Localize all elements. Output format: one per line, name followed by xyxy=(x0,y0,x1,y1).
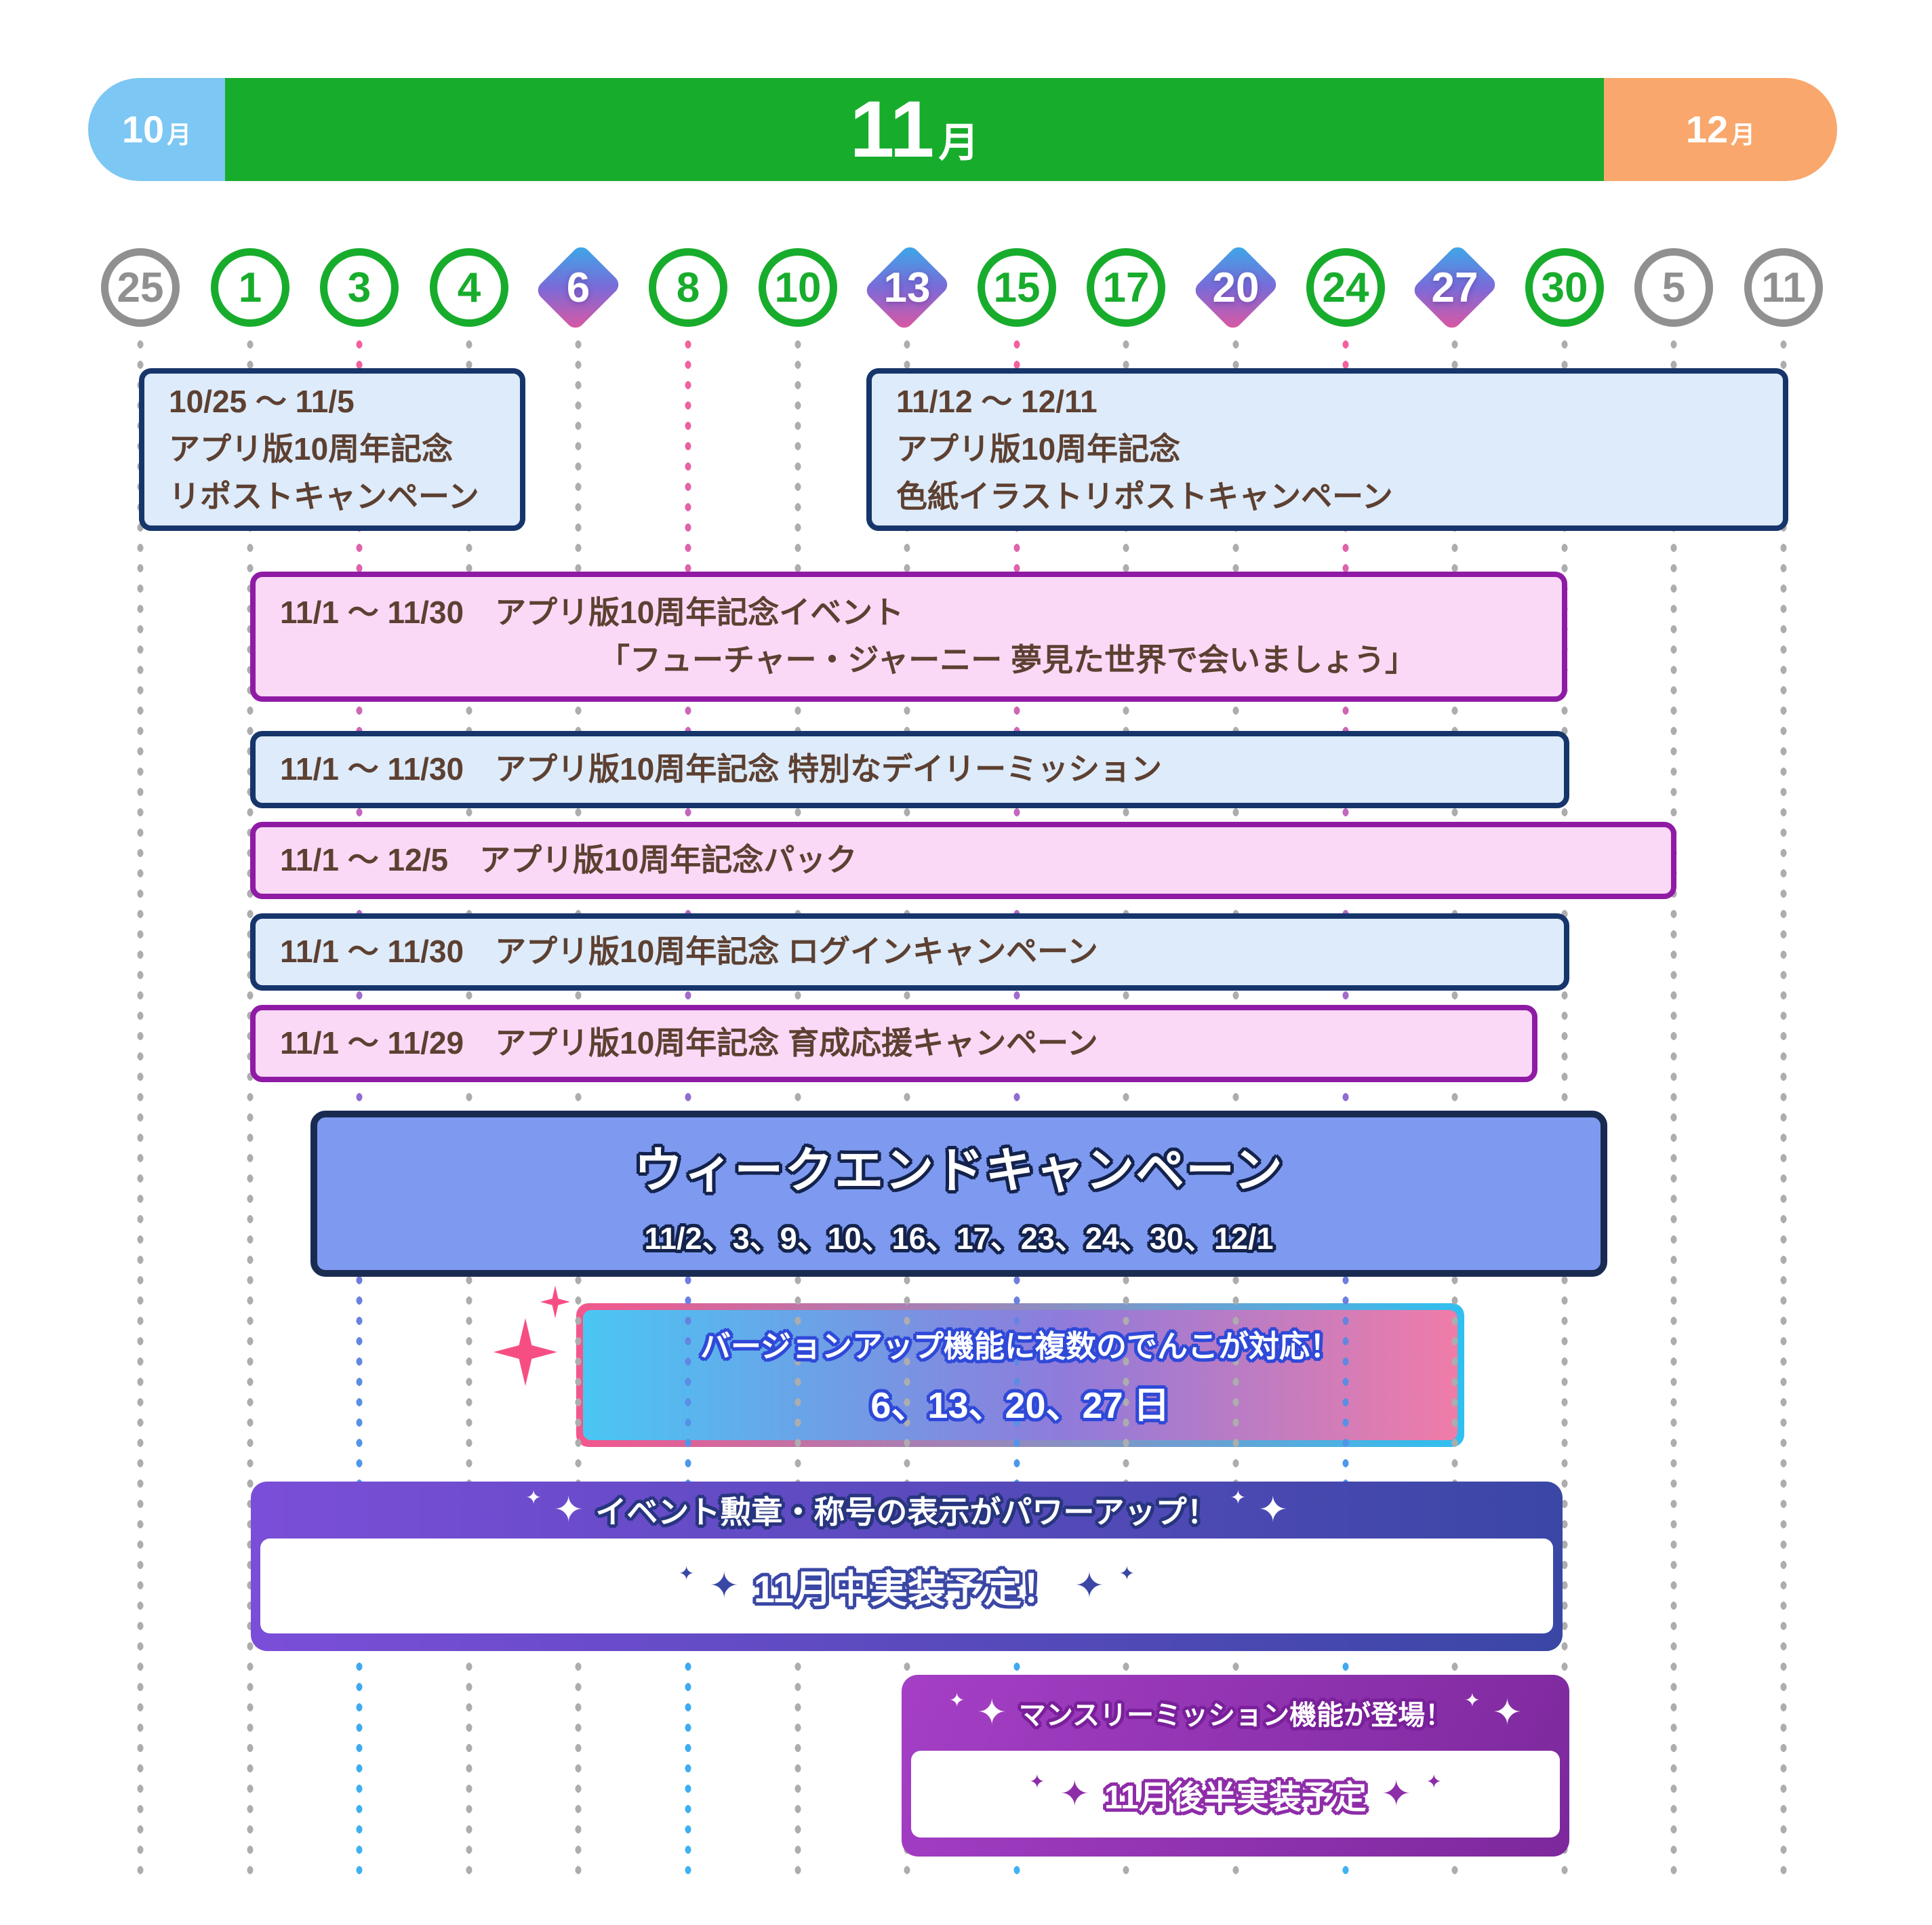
sparkle-icon: ✦ xyxy=(1492,1693,1523,1732)
event-bar-repost-shikishi: 11/12 ～ 12/11 アプリ版10周年記念 色紙イラストリポストキャンペー… xyxy=(866,368,1788,531)
event-medal-feature-box: ✦✦ イベント勲章・称号の表示がパワーアップ！ ✦✦ ✦✦ 11月中実装予定！ … xyxy=(251,1482,1563,1651)
sparkle-icon: ✦ xyxy=(1464,1690,1481,1711)
sparkle-icon: ✦ xyxy=(1381,1774,1411,1814)
sparkle-icon: ✦ xyxy=(1258,1490,1288,1530)
sparkle-icon: ✦ xyxy=(1230,1487,1247,1508)
sparkle-icon: ✦ xyxy=(709,1566,739,1606)
date-marker-nov-27: 27 xyxy=(1410,243,1500,332)
date-marker-nov-24: 24 xyxy=(1306,248,1385,327)
monthly-mission-header: マンスリーミッション機能が登場！ xyxy=(1018,1701,1453,1730)
date-marker-dec-11: 11 xyxy=(1744,248,1823,327)
event-bar-repost-october: 10/25 ～ 11/5 アプリ版10周年記念 リポストキャンペーン xyxy=(139,368,525,531)
date-marker-nov-13: 13 xyxy=(862,243,952,332)
weekend-campaign-dates: 11/2、3、9、10、16、17、23、24、30、12/1 xyxy=(644,1221,1274,1256)
sparkle-icon: ✦ xyxy=(1074,1566,1104,1606)
event-bar-anniversary-pack: 11/1 ～ 12/5 アプリ版10周年記念パック xyxy=(250,822,1676,899)
sparkle-icon xyxy=(494,1318,557,1386)
sparkle-icon: ✦ xyxy=(977,1693,1007,1732)
month-october-unit: 月 xyxy=(167,121,192,148)
event-bar-daily-mission: 11/1 ～ 11/30 アプリ版10周年記念 特別なデイリーミッション xyxy=(250,731,1569,808)
event-medal-header: イベント勲章・称号の表示がパワーアップ！ xyxy=(595,1494,1218,1530)
version-up-dates: 6、13、20、27 日 xyxy=(870,1385,1170,1426)
date-marker-nov-10: 10 xyxy=(759,248,837,327)
date-marker-nov-3: 3 xyxy=(320,248,399,327)
version-up-text: バージョンアップ機能に複数のでんこが対応！ xyxy=(700,1329,1341,1364)
sparkle-icon: ✦ xyxy=(678,1563,695,1584)
month-november-unit: 月 xyxy=(938,120,980,165)
event-bar-ikusei-campaign: 11/1 ～ 11/29 アプリ版10周年記念 育成応援キャンペーン xyxy=(250,1005,1537,1082)
sparkle-icon: ✦ xyxy=(1060,1774,1090,1814)
event-medal-schedule: 11月中実装予定！ xyxy=(753,1567,1060,1610)
column-line-5 xyxy=(1670,339,1677,1885)
date-marker-nov-1: 1 xyxy=(211,248,289,327)
date-marker-dec-5: 5 xyxy=(1634,248,1713,327)
monthly-mission-schedule: 11月後半実装予定 xyxy=(1104,1780,1367,1816)
sparkle-icon: ✦ xyxy=(1029,1771,1045,1792)
date-marker-nov-30: 30 xyxy=(1525,248,1604,327)
date-marker-oct-25: 25 xyxy=(101,248,180,327)
column-line-1 xyxy=(247,339,254,1885)
sparkle-icon xyxy=(540,1286,570,1318)
sparkle-icon: ✦ xyxy=(1426,1771,1442,1792)
sparkle-icon: ✦ xyxy=(553,1490,584,1530)
weekend-campaign-title: ウィークエンドキャンペーン xyxy=(634,1143,1284,1198)
sparkle-icon: ✦ xyxy=(1119,1563,1135,1584)
date-marker-nov-15: 15 xyxy=(978,248,1056,327)
version-up-box: バージョンアップ機能に複数のでんこが対応！ 6、13、20、27 日 xyxy=(576,1303,1464,1447)
month-october-number: 10 xyxy=(121,108,165,151)
month-november-number: 11 xyxy=(849,85,935,174)
sparkle-icon: ✦ xyxy=(948,1690,965,1711)
date-marker-nov-8: 8 xyxy=(649,248,727,327)
date-marker-nov-17: 17 xyxy=(1087,248,1165,327)
monthly-mission-feature-box: ✦ ✦ マンスリーミッション機能が登場！ ✦ ✦ ✦ ✦ 11月後半実装予定 ✦ ✦ xyxy=(902,1675,1569,1857)
weekend-campaign-box: ウィークエンドキャンペーン 11/2、3、9、10、16、17、23、24、30… xyxy=(310,1111,1607,1277)
column-line-25 xyxy=(137,339,144,1885)
month-december-unit: 月 xyxy=(1731,121,1756,148)
month-december-number: 12 xyxy=(1685,108,1729,151)
sparkle-icon: ✦ xyxy=(525,1487,542,1508)
date-marker-nov-4: 4 xyxy=(430,248,508,327)
column-line-11 xyxy=(1780,339,1787,1885)
event-bar-login-campaign: 11/1 ～ 11/30 アプリ版10周年記念 ログインキャンペーン xyxy=(250,913,1569,991)
event-bar-anniversary-event: 11/1 ～ 11/30 アプリ版10周年記念イベント 「フューチャー・ジャーニ… xyxy=(250,572,1567,702)
date-marker-nov-20: 20 xyxy=(1191,243,1281,332)
date-marker-nov-6: 6 xyxy=(534,243,623,332)
